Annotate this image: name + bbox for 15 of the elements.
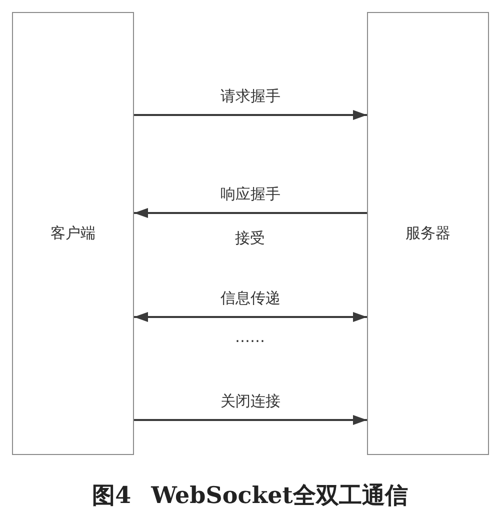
arrow [134,110,367,120]
participant-box [12,12,134,455]
arrow [134,208,367,218]
participant-box [367,12,489,455]
double-arrow [134,312,367,322]
edge-label: 请求握手 [218,87,282,105]
edge-label: 关闭连接 [218,392,282,410]
edge-label: 响应握手 [218,185,282,203]
participant-name: 客户端 [50,224,96,243]
arrow [134,415,367,425]
ellipsis-text: …… [235,328,265,346]
participant-name: 服务器 [406,224,450,243]
message-note: 接受 [235,229,265,247]
edge-label: 信息传递 [218,289,282,307]
figure-caption: 图4 WebSocket全双工通信 [92,481,408,511]
